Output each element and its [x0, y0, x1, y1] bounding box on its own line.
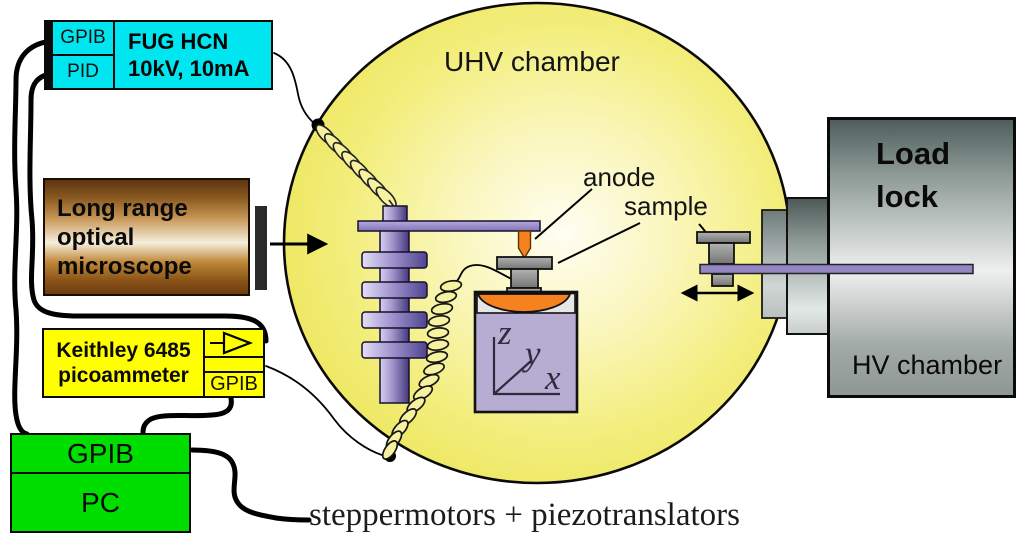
- axis-x-label: x: [545, 358, 561, 397]
- anode-label: anode: [583, 162, 656, 192]
- anode-pointer-line: [534, 188, 593, 240]
- pc-box: GPIB PC: [10, 433, 191, 533]
- wire-keithley-to-chamber-feedthrough: [265, 365, 386, 457]
- keithley-line1: Keithley 6485: [56, 339, 191, 362]
- piezo-stage: [473, 290, 579, 414]
- microscope-line3: microscope: [57, 252, 192, 280]
- hv-coil-icon: [315, 124, 397, 209]
- wire-fug-to-chamber-feedthrough: [273, 52, 316, 125]
- manipulator-arm: [357, 220, 541, 232]
- keithley-gpib-port: GPIB: [210, 373, 258, 395]
- fug-spec: 10kV, 10mA: [128, 56, 250, 81]
- steppermotors-caption: steppermotors + piezotranslators: [309, 497, 740, 533]
- sample-pointer-line-left: [557, 222, 641, 264]
- fug-label: FUG HCN 10kV, 10mA: [115, 22, 271, 88]
- keithley-line2: picoammeter: [58, 364, 189, 387]
- cable-pc-to-steppermotors: [189, 447, 312, 523]
- fug-name: FUG HCN: [128, 29, 229, 54]
- fug-gpib-port: GPIB: [60, 27, 106, 48]
- fug-hv-supply-box: GPIB PID FUG HCN 10kV, 10mA: [44, 20, 273, 90]
- pc-label: PC: [81, 486, 120, 518]
- steppermotor-manipulator: [357, 205, 541, 404]
- anode-tip: [517, 230, 532, 260]
- keithley-output-port: [205, 358, 263, 373]
- sample-label: sample: [624, 191, 708, 221]
- microscope-line2: optical: [57, 223, 135, 251]
- wire-coil-to-sample-pedestal: [451, 264, 514, 284]
- uhv-chamber-label: UHV chamber: [444, 46, 620, 77]
- pc-gpib-interface: GPIB: [12, 435, 189, 474]
- fug-pid-port: PID: [53, 54, 113, 88]
- op-amp-icon: [205, 330, 263, 359]
- axis-z-label: z: [498, 313, 512, 352]
- sample-crystal: [476, 293, 572, 313]
- optical-microscope-box: Long range optical microscope: [43, 178, 250, 296]
- load-lock-title: Load lock: [876, 136, 951, 214]
- microscope-line1: Long range: [57, 194, 188, 222]
- hv-chamber-label: HV chamber: [852, 350, 1003, 380]
- cable-fug-gpib-to-pc: [12, 38, 54, 437]
- axis-y-label: y: [525, 334, 541, 373]
- keithley-side-panel: GPIB: [205, 330, 263, 396]
- keithley-picoammeter-box: Keithley 6485 picoammeter GPIB: [42, 328, 265, 398]
- fug-ports: GPIB PID: [53, 22, 115, 88]
- xyz-axes-icon: [492, 337, 560, 396]
- microscope-lens-bar: [255, 206, 267, 290]
- loadlock-flange-tubes: [761, 197, 829, 335]
- load-lock-box: Load lock HV chamber: [827, 117, 1016, 398]
- cable-keithley-gpib-to-pc: [140, 395, 234, 436]
- cable-fug-pid-to-keithley: [27, 71, 269, 344]
- picoammeter-coil-icon: [381, 279, 463, 460]
- keithley-label: Keithley 6485 picoammeter: [44, 330, 205, 396]
